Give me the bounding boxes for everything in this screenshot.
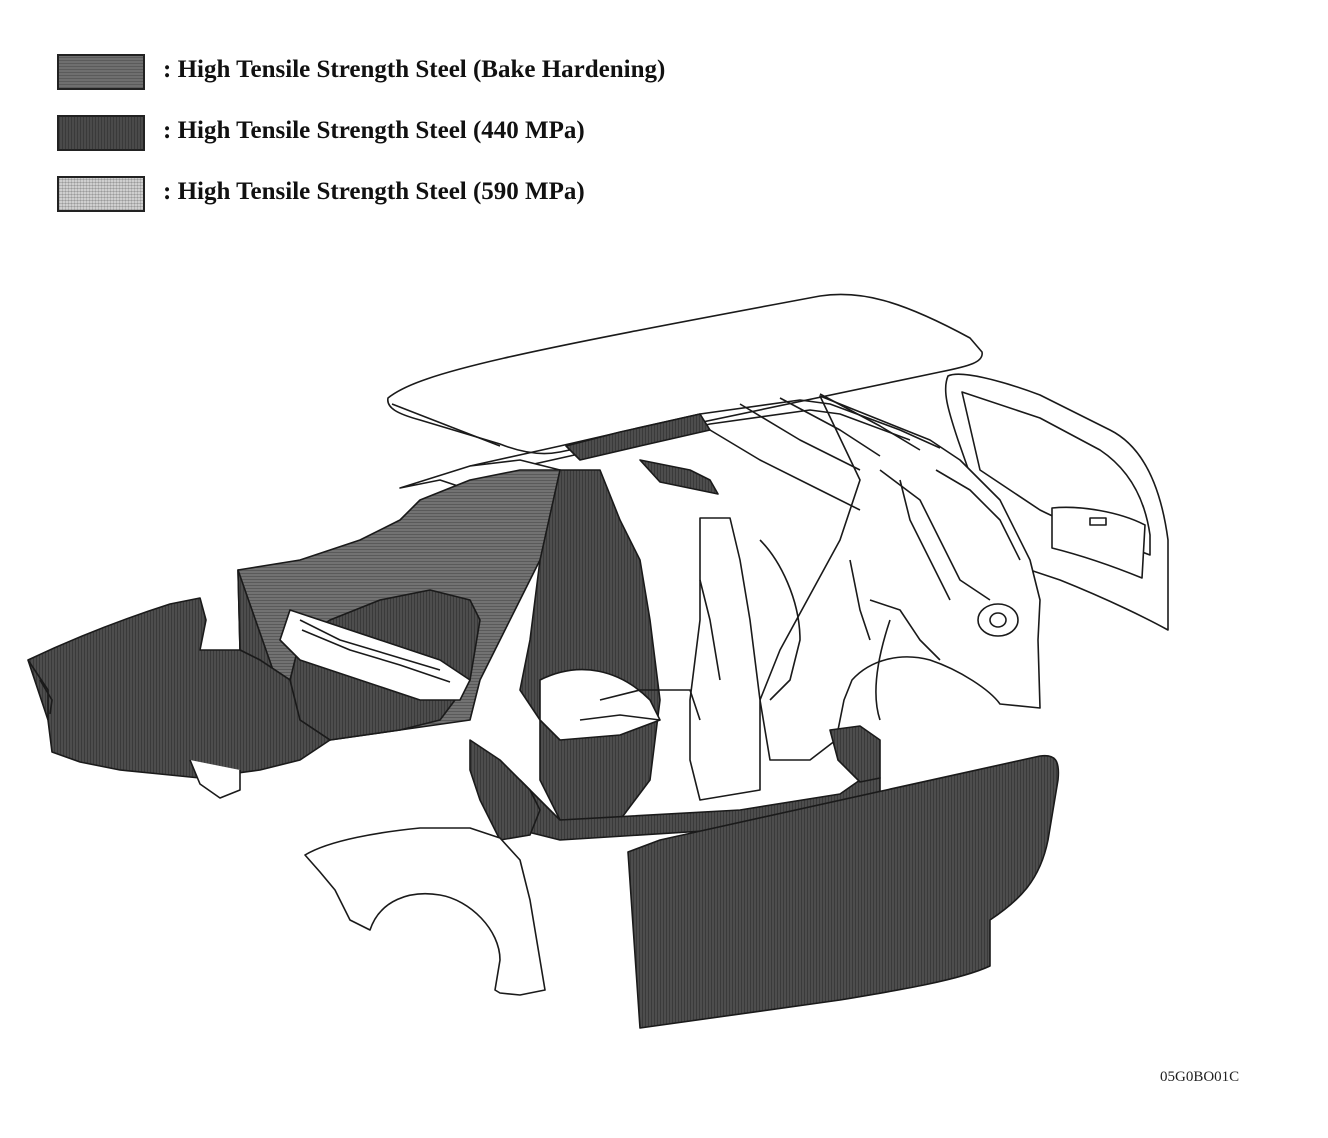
roof-rail [469,399,941,467]
swatch-bake-hardening [57,54,145,90]
front-roof-header [565,413,711,461]
hood-panel [27,597,331,779]
legend-label-bake-hardening: : High Tensile Strength Steel (Bake Hard… [163,56,666,83]
legend-item-440mpa: : High Tensile Strength Steel (440 MPa) [57,115,777,155]
front-fender [304,827,546,996]
legend-label-440mpa: : High Tensile Strength Steel (440 MPa) [163,117,585,144]
side-sill [519,777,881,841]
rear-door [627,754,1060,1029]
cowl-panel [279,609,471,701]
legend-label-590mpa: : High Tensile Strength Steel (590 MPa) [163,178,585,205]
swatch-440mpa [57,115,145,151]
legend-item-bake-hardening: : High Tensile Strength Steel (Bake Hard… [57,54,777,94]
roof-panel [387,293,983,455]
swatch-590mpa [57,176,145,212]
legend-item-590mpa: : High Tensile Strength Steel (590 MPa) [57,176,777,216]
figure-reference-code: 05G0BO01C [1160,1069,1240,1085]
rear-body-side [759,395,1041,761]
